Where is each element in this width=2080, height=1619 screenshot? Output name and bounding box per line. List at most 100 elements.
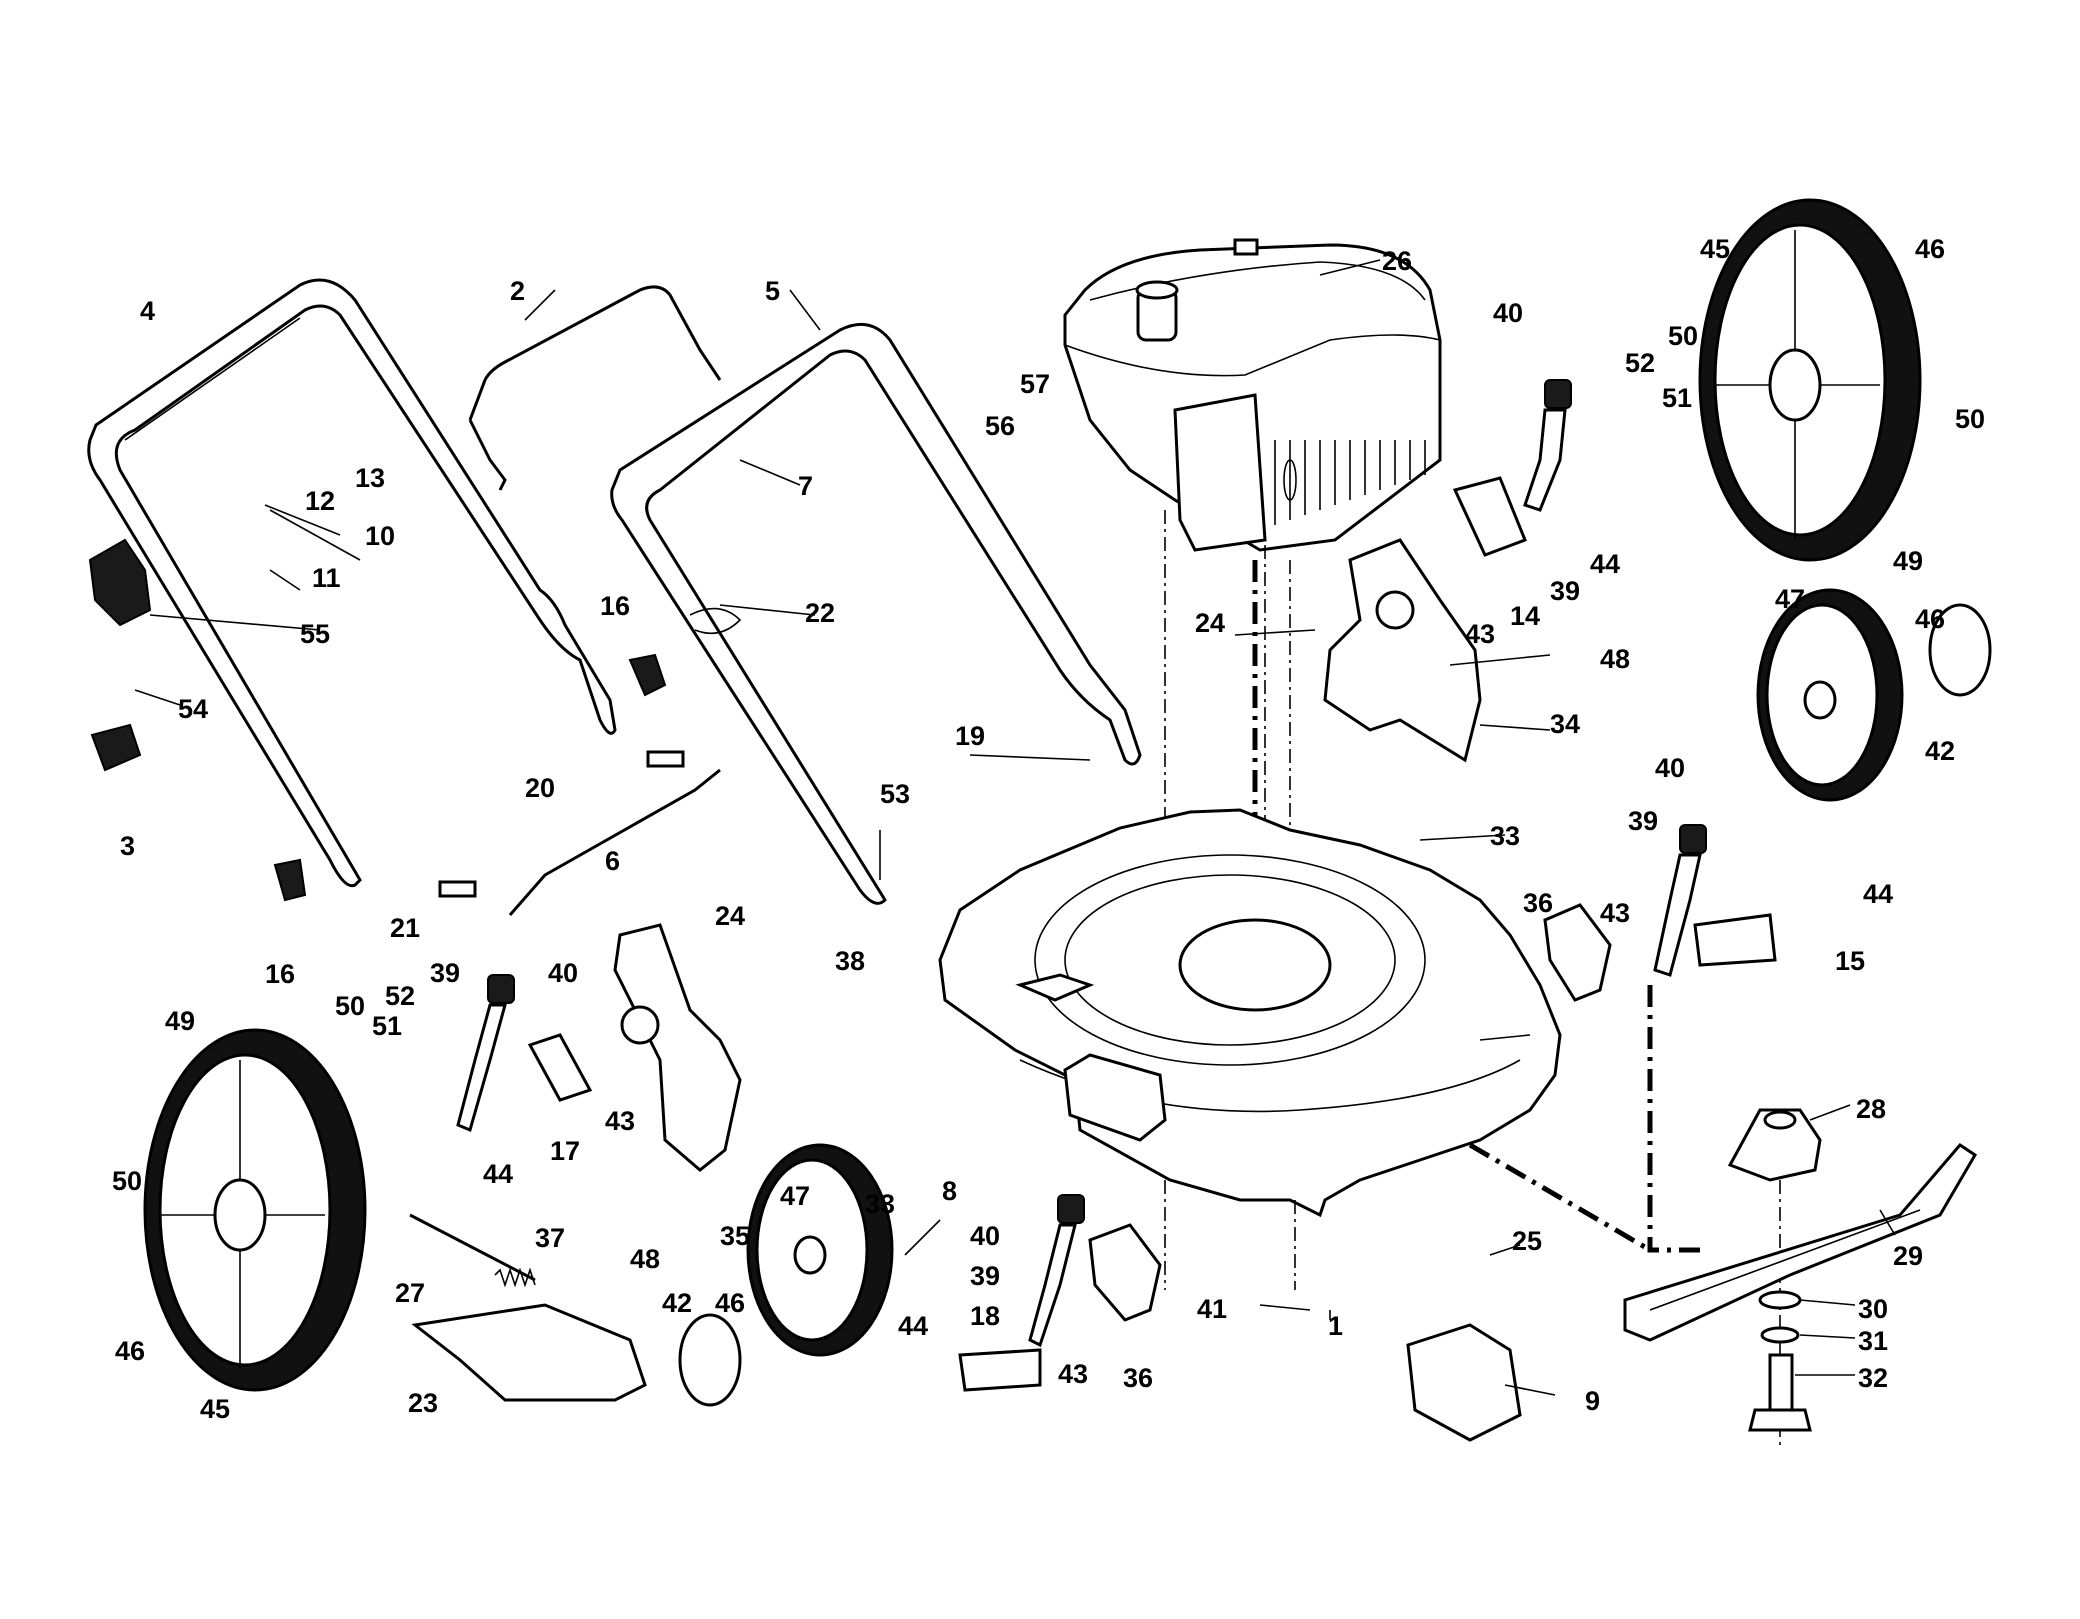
label-42b: 42 [662, 1288, 692, 1318]
label-51b: 51 [372, 1011, 402, 1041]
bracket-18 [958, 1348, 1042, 1392]
label-27: 27 [395, 1278, 425, 1308]
label-7: 7 [798, 471, 813, 501]
label-53: 53 [880, 779, 910, 809]
knob-2 [1679, 824, 1707, 854]
engine-control [88, 538, 152, 627]
blade-adapter [1727, 1108, 1822, 1182]
label-19: 19 [955, 721, 985, 751]
label-37: 37 [535, 1223, 565, 1253]
label-10: 10 [365, 521, 395, 551]
front-wheel-left [746, 1143, 894, 1357]
label-49b: 49 [165, 1006, 195, 1036]
label-34: 34 [1550, 709, 1580, 739]
adjuster-plate-right [1543, 903, 1612, 1002]
label-16b: 16 [265, 959, 295, 989]
label-40b: 40 [1655, 753, 1685, 783]
label-42a: 42 [1925, 736, 1955, 766]
label-49a: 49 [1893, 546, 1923, 576]
label-26: 26 [1382, 246, 1412, 276]
lever-1 [1523, 408, 1567, 512]
label-46b: 46 [1915, 604, 1945, 634]
label-16a: 16 [600, 591, 630, 621]
bracket-17 [527, 1033, 593, 1102]
label-44d: 44 [898, 1311, 928, 1341]
label-23: 23 [408, 1388, 438, 1418]
label-48a: 48 [1600, 644, 1630, 674]
label-11: 11 [312, 563, 341, 593]
hub-cap-right [1928, 603, 1992, 697]
label-2: 2 [510, 276, 525, 306]
label-39a: 39 [1550, 576, 1580, 606]
label-24b: 24 [715, 901, 745, 931]
upper-handle-wire [468, 285, 722, 491]
label-46d: 46 [715, 1288, 745, 1318]
lower-handle-right [610, 322, 1142, 905]
label-39b: 39 [1628, 806, 1658, 836]
handle-knob-lower [273, 858, 307, 902]
label-39d: 39 [970, 1261, 1000, 1291]
label-46c: 46 [115, 1336, 145, 1366]
label-18: 18 [970, 1301, 1000, 1331]
label-52a: 52 [1625, 348, 1655, 378]
label-50c: 50 [335, 991, 365, 1021]
bracket-14 [1452, 476, 1527, 557]
label-48b: 48 [630, 1244, 660, 1274]
label-31: 31 [1858, 1326, 1888, 1356]
label-1: 1 [1328, 1311, 1343, 1341]
label-43d: 43 [1058, 1359, 1088, 1389]
label-32: 32 [1858, 1363, 1888, 1393]
bracket-15 [1693, 913, 1777, 967]
label-45a: 45 [1700, 234, 1730, 264]
label-17: 17 [550, 1136, 580, 1166]
label-46a: 46 [1915, 234, 1945, 264]
label-35: 35 [720, 1221, 750, 1251]
label-13: 13 [355, 463, 385, 493]
label-44b: 44 [1863, 879, 1893, 909]
rear-wheel-right [1698, 198, 1922, 562]
label-22: 22 [805, 598, 835, 628]
link-bar [508, 768, 721, 916]
lever-2 [1653, 853, 1702, 977]
label-44a: 44 [1590, 549, 1620, 579]
label-50b: 50 [1955, 404, 1985, 434]
height-adjuster-right [1323, 538, 1482, 763]
label-20: 20 [525, 773, 555, 803]
height-adjuster-left [613, 923, 742, 1172]
leader-lines [134, 259, 1896, 1396]
label-51a: 51 [1662, 383, 1692, 413]
label-40a: 40 [1493, 298, 1523, 328]
cable-tie [689, 607, 742, 635]
label-38: 38 [835, 946, 865, 976]
label-55: 55 [300, 619, 330, 649]
label-36a: 36 [1523, 888, 1553, 918]
handle-knob-upper [628, 653, 667, 697]
label-43a: 43 [1465, 619, 1495, 649]
label-15: 15 [1835, 946, 1865, 976]
label-39c: 39 [430, 958, 460, 988]
label-12: 12 [305, 486, 335, 516]
lower-handle-left [87, 278, 617, 888]
label-44c: 44 [483, 1159, 513, 1189]
label-50d: 50 [112, 1166, 142, 1196]
label-45b: 45 [200, 1394, 230, 1424]
label-36b: 36 [1123, 1363, 1153, 1393]
front-wheel-right [1756, 588, 1904, 802]
label-56: 56 [985, 411, 1015, 441]
label-9: 9 [1585, 1386, 1600, 1416]
lever-4 [1028, 1223, 1077, 1348]
blade-bolt-stack [1748, 1290, 1812, 1432]
hub-cap-left [678, 1313, 742, 1407]
part-number-labels: 1 2 3 4 5 6 7 8 9 10 11 12 13 14 15 16 1… [112, 234, 1985, 1424]
label-14: 14 [1510, 601, 1540, 631]
label-52b: 52 [385, 981, 415, 1011]
spring [494, 1267, 536, 1288]
rear-flap [411, 1303, 647, 1402]
label-40d: 40 [970, 1221, 1000, 1251]
label-3: 3 [120, 831, 135, 861]
label-30: 30 [1858, 1294, 1888, 1324]
label-24a: 24 [1195, 608, 1225, 638]
label-6: 6 [605, 846, 620, 876]
hinge-rod [409, 1213, 536, 1282]
